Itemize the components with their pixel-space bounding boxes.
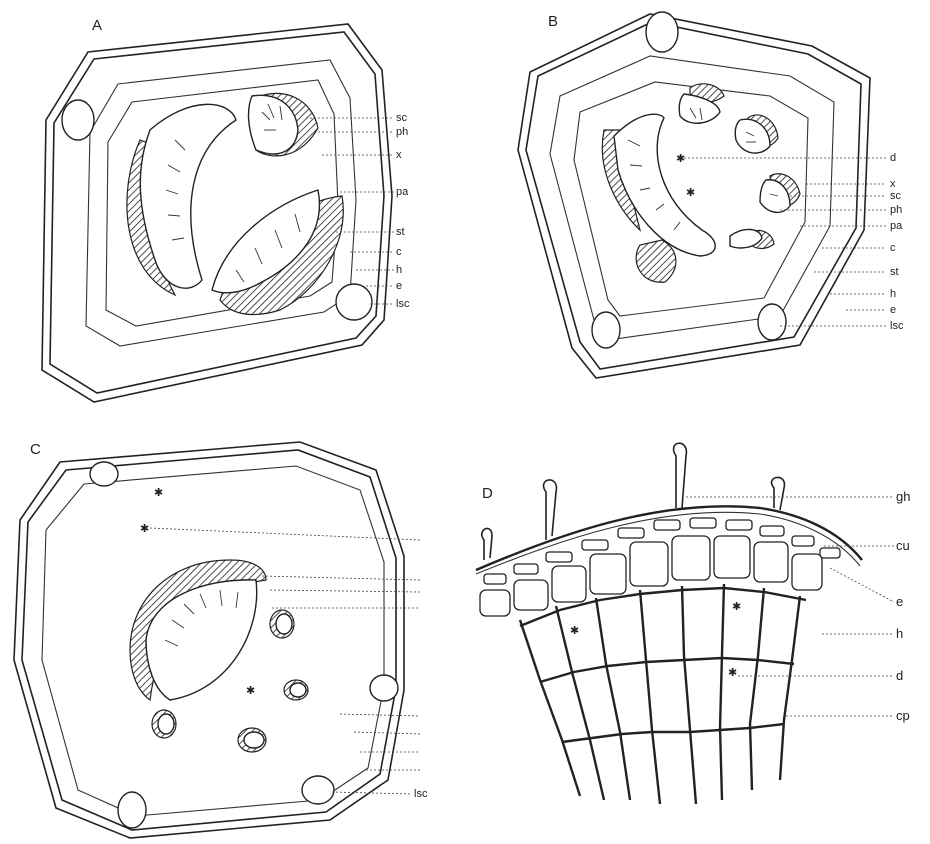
svg-text:✱: ✱ <box>728 667 737 679</box>
idioblast-marks: ✱ ✱ <box>676 153 695 199</box>
label-pa: pa <box>890 220 903 232</box>
svg-text:✱: ✱ <box>570 625 579 637</box>
svg-text:✱: ✱ <box>154 487 163 499</box>
label-cu: cu <box>896 538 910 553</box>
label-c: c <box>396 246 402 258</box>
label-ph: ph <box>890 204 902 216</box>
label-lsc: lsc <box>414 788 428 800</box>
panel-letter-d: D <box>482 485 493 502</box>
label-d: d <box>890 152 896 164</box>
svg-text:✱: ✱ <box>686 187 695 199</box>
vascular-bundle <box>249 93 318 155</box>
label-h: h <box>890 288 896 300</box>
vascular-bundle <box>735 115 778 153</box>
label-c: c <box>890 242 896 254</box>
label-cp: cp <box>896 708 910 723</box>
label-sc: sc <box>396 112 408 124</box>
vascular-bundle <box>602 114 715 282</box>
label-sc: sc <box>890 190 902 202</box>
label-x: x <box>396 149 402 161</box>
vascular-bundle <box>127 104 236 295</box>
panel-letter-b: B <box>548 13 558 30</box>
panel-letter-c: C <box>30 441 41 458</box>
label-st: st <box>396 226 405 238</box>
vascular-bundle <box>760 174 800 213</box>
panel-a: A <box>42 17 410 402</box>
label-lsc: lsc <box>396 298 410 310</box>
label-e: e <box>396 280 402 292</box>
panel-c-labels: lsc <box>414 788 428 800</box>
panel-c: C <box>14 441 428 838</box>
label-ph: ph <box>396 126 408 138</box>
vascular-bundle <box>212 190 343 315</box>
svg-text:✱: ✱ <box>140 523 149 535</box>
label-pa: pa <box>396 186 409 198</box>
panel-b: B <box>518 12 904 378</box>
panel-a-labels: sc ph x pa st c h e lsc <box>396 112 410 310</box>
label-st: st <box>890 266 899 278</box>
label-h: h <box>396 264 402 276</box>
vascular-bundle <box>679 84 724 123</box>
cortical-parenchyma <box>520 584 806 804</box>
vascular-bundle <box>730 229 774 248</box>
label-h: h <box>896 626 903 641</box>
label-x: x <box>890 178 896 190</box>
svg-text:✱: ✱ <box>246 685 255 697</box>
svg-text:✱: ✱ <box>676 153 685 165</box>
svg-text:✱: ✱ <box>732 601 741 613</box>
vascular-bundle <box>130 560 266 700</box>
panel-d-labels: gh cu e h d cp <box>896 489 910 723</box>
label-lsc: lsc <box>890 320 904 332</box>
label-e: e <box>890 304 896 316</box>
label-e: e <box>896 594 903 609</box>
label-d: d <box>896 668 903 683</box>
label-gh: gh <box>896 489 910 504</box>
panel-letter-a: A <box>92 17 102 34</box>
panel-d: D <box>476 443 910 804</box>
panel-b-labels: d x sc ph pa c st h e lsc <box>890 152 904 332</box>
